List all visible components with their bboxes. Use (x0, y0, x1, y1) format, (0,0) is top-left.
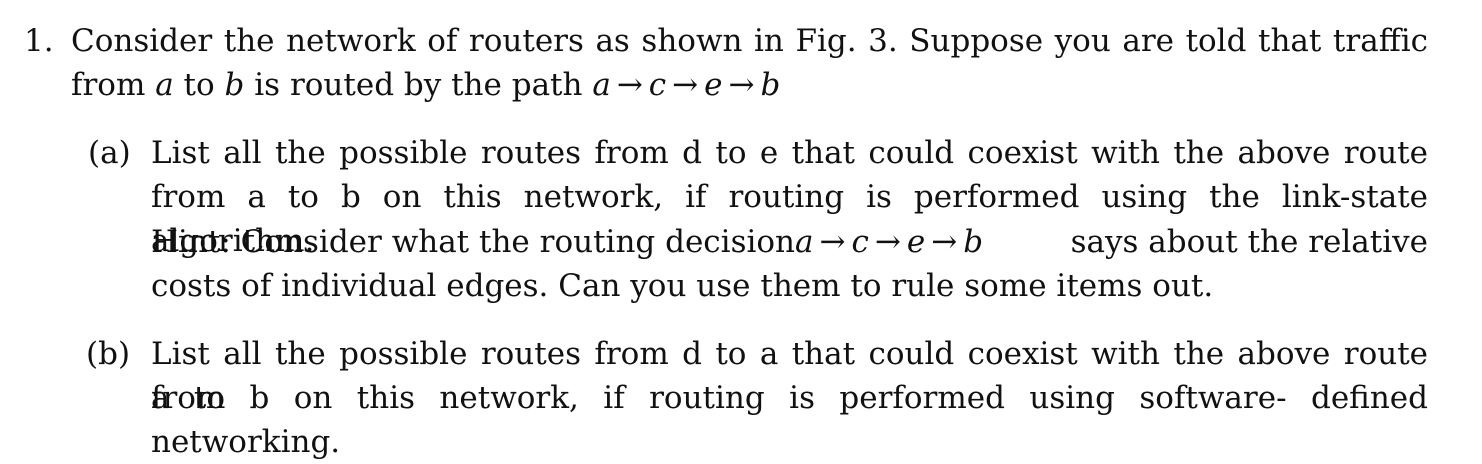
text-from: from (71, 67, 156, 103)
part-a-line-2: from a to b on this network, if routing … (151, 179, 1428, 259)
part-a-line-1: List all the possible routes from d to e… (151, 135, 1428, 171)
part-b-line-1: List all the possible routes from d to a… (151, 336, 1428, 416)
path-arrow: → (874, 224, 901, 260)
hint-path: a→c→e→b (795, 220, 1071, 264)
hint-text-end: says about the relative (1070, 224, 1428, 260)
problem-number: 1. (24, 23, 54, 59)
path-node: e (906, 224, 926, 260)
path-node: a (592, 67, 611, 103)
part-b-line-2: a to b on this network, if routing is pe… (151, 380, 1428, 460)
problem-statement-line-1: Consider the network of routers as shown… (71, 23, 1428, 59)
part-b-label: (b) (86, 336, 131, 372)
math-b: b (224, 67, 245, 103)
path-node: c (851, 224, 869, 260)
path-node: a (795, 224, 814, 260)
path-node: b (963, 224, 984, 260)
problem-document: 1. Consider the network of routers as sh… (24, 23, 1428, 460)
problem-statement-line-2: from a to b is routed by the path a→c→e→… (71, 63, 780, 107)
path-node: c (648, 67, 667, 103)
path-arrow: → (616, 67, 643, 103)
part-a-label: (a) (88, 135, 131, 171)
path-arrow: → (672, 67, 699, 103)
path-arrow: → (819, 224, 846, 260)
part-a-line-3: Hint: Consider what the routing decision… (151, 220, 1428, 264)
text-to: to (173, 67, 225, 103)
path-node: e (704, 67, 723, 103)
part-a-line-4: costs of individual edges. Can you use t… (151, 268, 1214, 304)
path-arrow: → (931, 224, 958, 260)
math-a: a (155, 67, 174, 103)
path-arrow: → (728, 67, 755, 103)
text-routed: is routed by the path (244, 67, 593, 103)
path-node: b (760, 67, 781, 103)
hint-text: Hint: Consider what the routing decision (151, 224, 796, 260)
